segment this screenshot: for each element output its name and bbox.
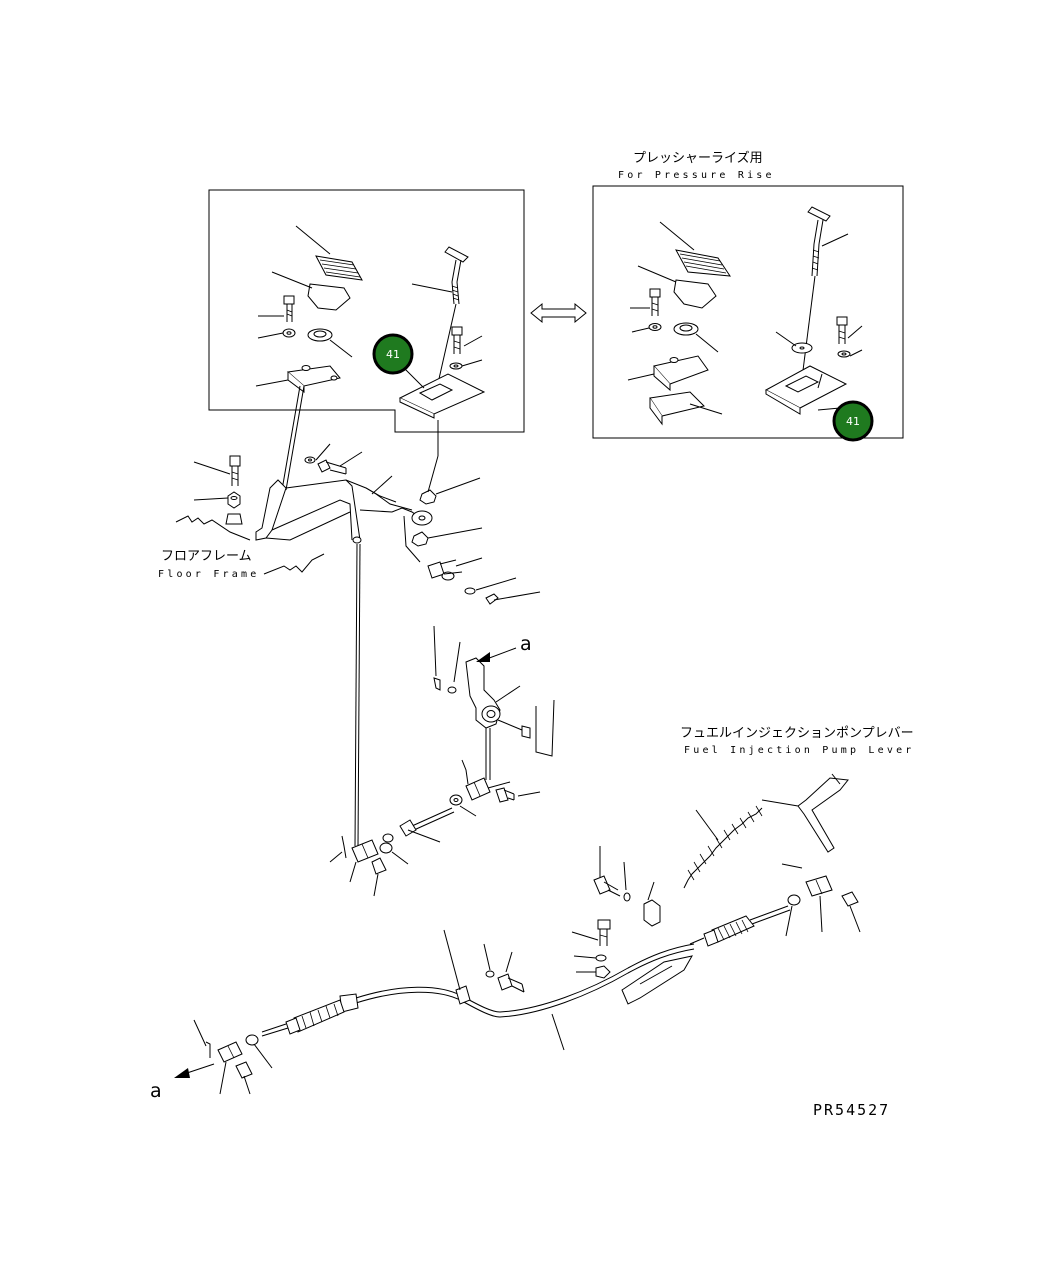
clevis-end-lower [217,1041,243,1095]
washer-part-right [631,323,662,333]
throttle-lever-right [799,206,849,395]
pedal-bolt [193,455,241,486]
washer-part [257,328,296,339]
arrow-a-bottom [174,1063,215,1078]
pressure-rise-jp-label: プレッシャーライズ用 [633,150,763,166]
washer-part-7 [573,954,607,962]
bushing-part [427,557,483,581]
pedal-stopper [225,513,243,525]
nut-pump [785,894,801,937]
nut-part-2 [411,527,483,547]
bolt-part-4 [571,919,611,946]
bolt-part-3 [497,951,525,993]
nut-part-6 [245,1034,273,1069]
nut-part-3 [449,794,477,817]
control-cable [355,943,695,1051]
lever-base-plate [398,365,486,419]
washer-part-4 [464,577,517,595]
return-spring [683,805,763,889]
cable-end-lower [261,993,359,1037]
cable-bracket [621,955,693,1005]
arrow-a-top [476,647,517,662]
throttle-lever-left [411,246,469,393]
snap-pin [485,591,541,605]
pedal-nut [193,491,241,509]
main-control-rod [354,543,358,847]
pedal-link-rod [285,385,305,491]
badge-left[interactable]: 41 [372,333,414,375]
washer-part-8 [623,861,631,902]
bolt-part-right-2 [836,316,863,344]
clevis-pin-middle [495,787,541,803]
floor-mat-part-right [659,221,731,277]
arrow-a-top-label: a [520,633,532,655]
bolt-part-2 [451,326,483,354]
bolt-part [258,295,295,322]
washer-part-5 [447,641,461,694]
fuel-lever-en-label: Fuel Injection Pump Lever [684,745,915,756]
badge-right[interactable]: 41 [832,400,874,442]
pedal-pin-bolt [317,451,363,475]
floor-frame-en-label: Floor Frame [158,569,259,580]
floor-mat-part [295,225,363,281]
clevis-pin-lower [371,857,387,897]
pump-lever [761,773,849,853]
svg-text:41: 41 [846,415,860,428]
cable-end-pump [689,905,791,947]
fuel-lever-jp-label: フュエルインジェクションポンプレバー [680,726,914,741]
clevis-lower [341,835,379,883]
right-inset-frame [592,185,904,439]
bracket-support [535,699,555,757]
arrow-a-bottom-label: a [150,1080,162,1102]
lower-cover-part-right [649,391,723,426]
washer-part-2 [449,359,483,370]
svg-text:41: 41 [386,348,400,361]
clevis-middle [461,759,511,801]
nut-part [419,477,481,505]
alternative-double-arrow [530,302,587,324]
lever-base-plate-right [764,365,848,415]
washer-part-right-2 [837,349,863,358]
nut-part-4 [379,842,409,865]
floor-frame-break [175,515,325,575]
clip-part [643,881,661,927]
cable-clamp [443,929,471,1005]
bellcrank-part [465,657,531,780]
nut-part-5 [576,965,611,979]
washer-part-3 [304,443,331,464]
bracket-part [255,365,341,393]
cover-plate-part [271,271,351,311]
bolt-part-5 [593,846,621,897]
bracket-part-right [627,355,709,392]
grommet-part-right [673,322,719,353]
pressure-rise-en-label: For Pressure Rise [618,170,775,181]
clevis-pin-end [235,1061,253,1095]
clevis-pump [805,875,833,933]
pedal-lever-frame [255,479,433,544]
cover-plate-part-right [637,265,717,309]
washer-part-6 [483,943,495,978]
boot-part-right [775,331,813,354]
turnbuckle-rod [382,807,455,843]
bolt-part-right [630,288,661,316]
drawing-code: PR54527 [813,1101,890,1119]
left-inset-frame [208,189,525,433]
floor-frame-jp-label: フロアフレーム [161,549,252,564]
clevis-pin-pump [841,891,861,933]
cotter-pin-1 [433,625,441,691]
grommet-part [307,328,353,358]
